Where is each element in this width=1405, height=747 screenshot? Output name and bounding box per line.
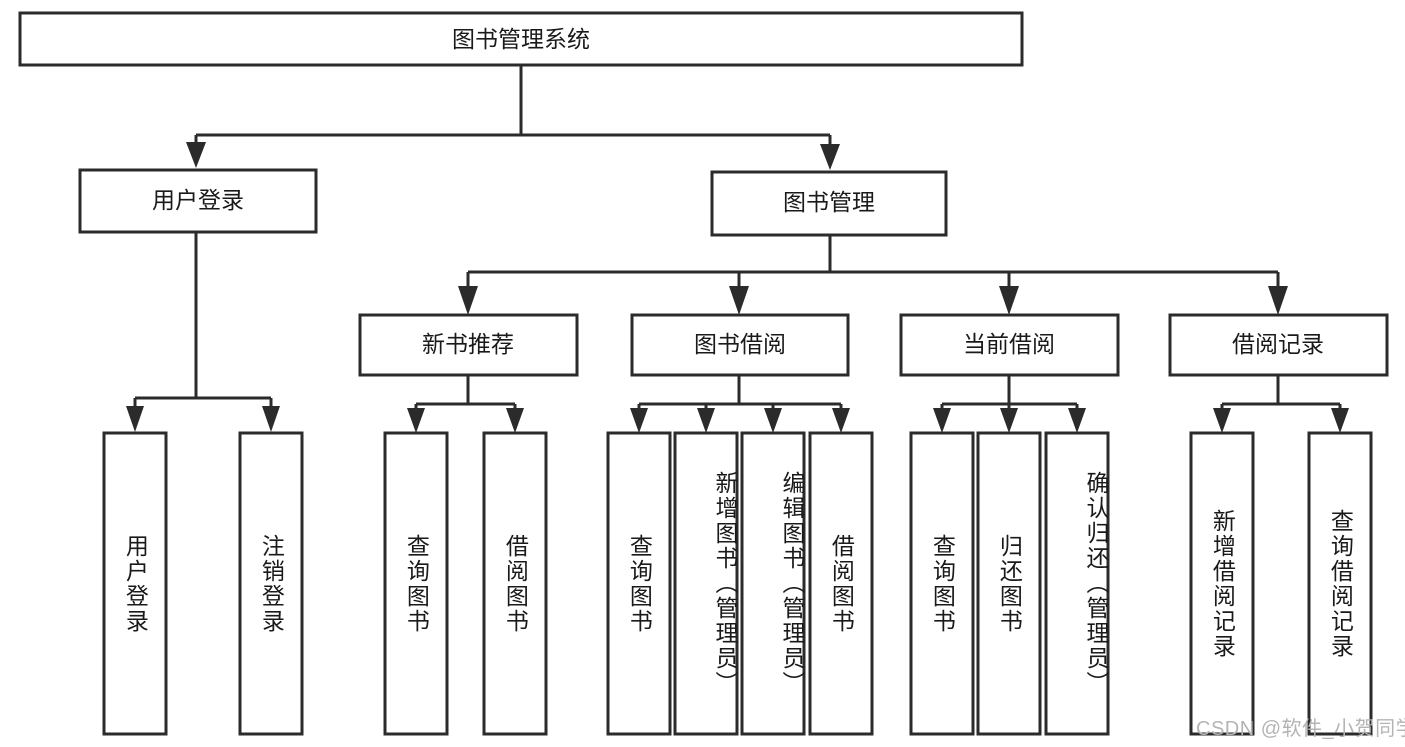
arrow-to-current-borrow <box>999 286 1019 315</box>
leaf-box-borrow-record-1[interactable] <box>1189 431 1255 736</box>
arrow-leaf-current-borrow-2 <box>1000 408 1018 433</box>
arrow-to-user-login <box>186 142 206 168</box>
node-root-box[interactable] <box>18 11 1024 67</box>
node-book-borrow-box[interactable] <box>630 313 850 377</box>
node-book-borrow-label: 图书借阅 <box>694 331 786 357</box>
node-current-borrow-box[interactable] <box>899 313 1120 377</box>
leaf-box-book-borrow-2[interactable] <box>673 431 739 736</box>
leaf-box-user-login-2[interactable] <box>238 431 304 736</box>
arrow-leaf-book-borrow-3 <box>764 408 782 433</box>
leaf-box-new-book-1[interactable] <box>383 431 449 736</box>
arrow-leaf-current-borrow-1 <box>933 408 951 433</box>
node-borrow-record-label: 借阅记录 <box>1232 331 1324 357</box>
arrow-leaf-user-login-2 <box>262 406 280 432</box>
horizontal-label-layer: 图书管理系统 用户登录 图书管理 新书推荐 图书借阅 当前借阅 借阅记录 <box>152 26 1324 357</box>
leaf-box-book-borrow-4[interactable] <box>808 431 874 736</box>
arrow-leaf-book-borrow-4 <box>832 408 850 433</box>
node-user-login-box[interactable] <box>78 168 318 234</box>
csdn-watermark: CSDN @软件_小贺同学 <box>1196 718 1405 740</box>
arrow-to-new-book <box>458 286 478 315</box>
node-user-login-label: 用户登录 <box>152 187 244 213</box>
leaf-box-user-login-1[interactable] <box>102 431 168 736</box>
arrow-to-book-borrow <box>729 286 749 315</box>
arrow-to-borrow-record <box>1268 286 1288 315</box>
leaf-box-current-borrow-2[interactable] <box>976 431 1042 736</box>
leaf-box-borrow-record-2[interactable] <box>1307 431 1373 736</box>
node-new-book-label: 新书推荐 <box>422 331 514 357</box>
node-book-manage-label: 图书管理 <box>783 189 875 215</box>
node-current-borrow-label: 当前借阅 <box>963 331 1055 357</box>
node-borrow-record-box[interactable] <box>1168 313 1389 377</box>
node-root-label: 图书管理系统 <box>452 26 590 52</box>
arrow-leaf-new-book-2 <box>506 408 524 433</box>
leaf-box-current-borrow-3[interactable] <box>1044 431 1110 736</box>
node-book-manage-box[interactable] <box>710 170 948 237</box>
arrow-leaf-current-borrow-3 <box>1068 408 1086 433</box>
arrow-to-book-manage <box>820 144 840 170</box>
leaf-box-current-borrow-1[interactable] <box>909 431 975 736</box>
connector-layer <box>126 65 1349 433</box>
leaf-box-book-borrow-3[interactable] <box>740 431 806 736</box>
arrow-leaf-book-borrow-1 <box>630 408 648 433</box>
arrow-leaf-user-login-1 <box>126 406 144 432</box>
node-new-book-box[interactable] <box>358 313 579 377</box>
arrow-leaf-borrow-record-2 <box>1331 408 1349 433</box>
leaf-box-book-borrow-1[interactable] <box>606 431 672 736</box>
node-box-layer <box>18 11 1389 736</box>
arrow-leaf-borrow-record-1 <box>1213 408 1231 433</box>
leaf-box-new-book-2[interactable] <box>482 431 548 736</box>
arrow-leaf-new-book-1 <box>407 408 425 433</box>
arrow-leaf-book-borrow-2 <box>697 408 715 433</box>
